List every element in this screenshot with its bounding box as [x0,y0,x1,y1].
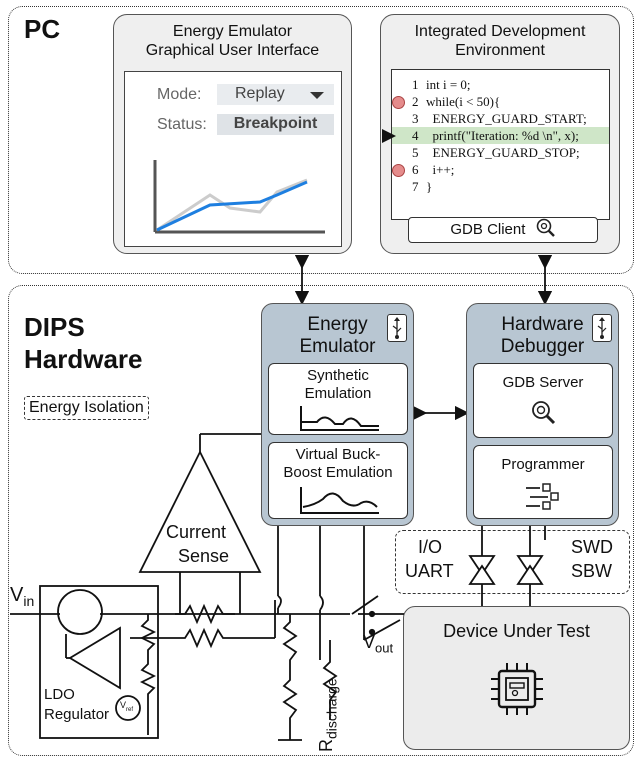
line-number: 3 [412,111,419,126]
gdb-client-button[interactable]: GDB Client [408,217,598,243]
isolation-buffers-box [395,530,630,594]
chevron-down-icon [310,92,324,99]
device-under-test-block: Device Under Test [403,606,630,750]
magnifier-gear-icon [536,218,555,237]
code-text: printf("Iteration: %d \n", x); [426,128,579,143]
rdischarge-label: Rdischarge [316,678,340,752]
line-number: 4 [412,128,419,143]
code-line[interactable]: 3 ENERGY_GUARD_START; [392,110,609,127]
energy-chart [153,160,325,234]
debugger-title-line2: Debugger [500,336,585,357]
ide-title-line1: Integrated Development [414,23,586,40]
synthetic-waveform-icon [300,406,379,431]
line-number: 2 [412,94,419,109]
energy-emulator-title-line2: Emulator [299,336,376,357]
vbb-label-line1: Virtual Buck- [295,446,381,463]
line-number: 6 [412,162,419,177]
swd-label-line2: SBW [571,561,613,581]
code-text: int i = 0; [426,77,471,92]
code-text: } [426,179,433,194]
line-number: 7 [412,179,419,194]
ldo-amplifier [68,626,121,690]
code-line[interactable]: 1 int i = 0; [392,76,609,93]
line-number: 5 [412,145,419,160]
energy-isolation-label: Energy Isolation [24,396,149,420]
code-text: ENERGY_GUARD_STOP; [426,145,580,160]
current-sense-amplifier [138,449,262,573]
line-number: 1 [412,77,419,92]
gui-window: Mode: Replay Status: Breakpoint [124,71,342,247]
dut-title: Device Under Test [443,621,590,641]
chart-measured-line [156,180,308,232]
dips-label: DIPS [24,312,85,342]
ldo-label-line2: Regulator [44,706,110,723]
pc-label: PC [24,14,61,44]
magnifier-gear-icon [532,401,556,425]
current-sense-label-line2: Sense [178,546,230,566]
code-line[interactable]: 7} [392,178,609,195]
current-sense-label-line1: Current [166,522,227,542]
hardware-label: Hardware [24,344,143,374]
mode-dropdown[interactable]: Replay [217,84,334,105]
energy-emulator-block: Energy Emulator Synthetic Emulation Virt… [261,303,414,526]
code-line[interactable]: 4 printf("Iteration: %d \n", x); [392,127,609,144]
code-line[interactable]: 6 i++; [392,161,609,178]
vout-label: Vout [363,632,394,656]
ide-panel: Integrated Development Environment 1 int … [380,14,620,254]
programmer-icon [526,483,559,510]
hardware-debugger-block: Hardware Debugger GDB Server Programmer [466,303,619,526]
code-line[interactable]: 2 while(i < 50){ [392,93,609,110]
code-text: i++; [426,162,455,177]
programmer-label: Programmer [501,456,585,473]
mosfet-icon [57,589,103,635]
virtual-buck-boost-box[interactable]: Virtual Buck- Boost Emulation [268,442,408,519]
swd-label-line1: SWD [571,537,613,557]
status-label: Status: [157,116,207,133]
energy-emulator-title-line1: Energy [307,314,368,335]
ldo-regulator-box [39,585,159,739]
io-label-line2: UART [405,561,454,581]
buck-boost-waveform-icon [300,487,379,514]
gui-title-line2: Graphical User Interface [145,42,320,59]
chart-reference-line [156,178,308,232]
pc-region [8,6,634,274]
vin-label: Vin [10,584,35,609]
current-line-arrow-icon [382,129,396,143]
microcontroller-chip-icon [491,663,543,715]
code-text: ENERGY_GUARD_START; [426,111,587,126]
status-badge: Breakpoint [217,114,334,135]
synthetic-emulation-box[interactable]: Synthetic Emulation [268,363,408,435]
status-value: Breakpoint [233,115,318,132]
io-label-line1: I/O [418,537,443,557]
synthetic-label-line1: Synthetic [307,367,369,384]
vref-label: Vref [120,700,134,713]
ldo-label-line1: LDO [44,686,75,703]
gui-panel: Energy Emulator Graphical User Interface… [113,14,352,254]
code-line[interactable]: 5 ENERGY_GUARD_STOP; [392,144,609,161]
mode-value: Replay [235,85,285,102]
synthetic-label-line2: Emulation [304,385,372,402]
usb-icon [387,314,407,342]
code-text: while(i < 50){ [426,94,501,109]
vbb-label-line2: Boost Emulation [283,464,393,481]
usb-icon [592,314,612,342]
debugger-title-line1: Hardware [501,314,584,335]
mode-label: Mode: [157,86,202,103]
programmer-box[interactable]: Programmer [473,445,613,519]
breakpoint-marker-line2[interactable] [392,96,405,109]
gdb-server-label: GDB Server [502,374,584,391]
vref-source [115,695,141,721]
gdb-client-label: GDB Client [450,221,526,238]
dips-hardware-region [8,285,634,756]
breakpoint-marker-line6[interactable] [392,164,405,177]
gdb-server-box[interactable]: GDB Server [473,363,613,438]
ide-title-line2: Environment [455,42,545,59]
gui-title-line1: Energy Emulator [172,23,293,40]
